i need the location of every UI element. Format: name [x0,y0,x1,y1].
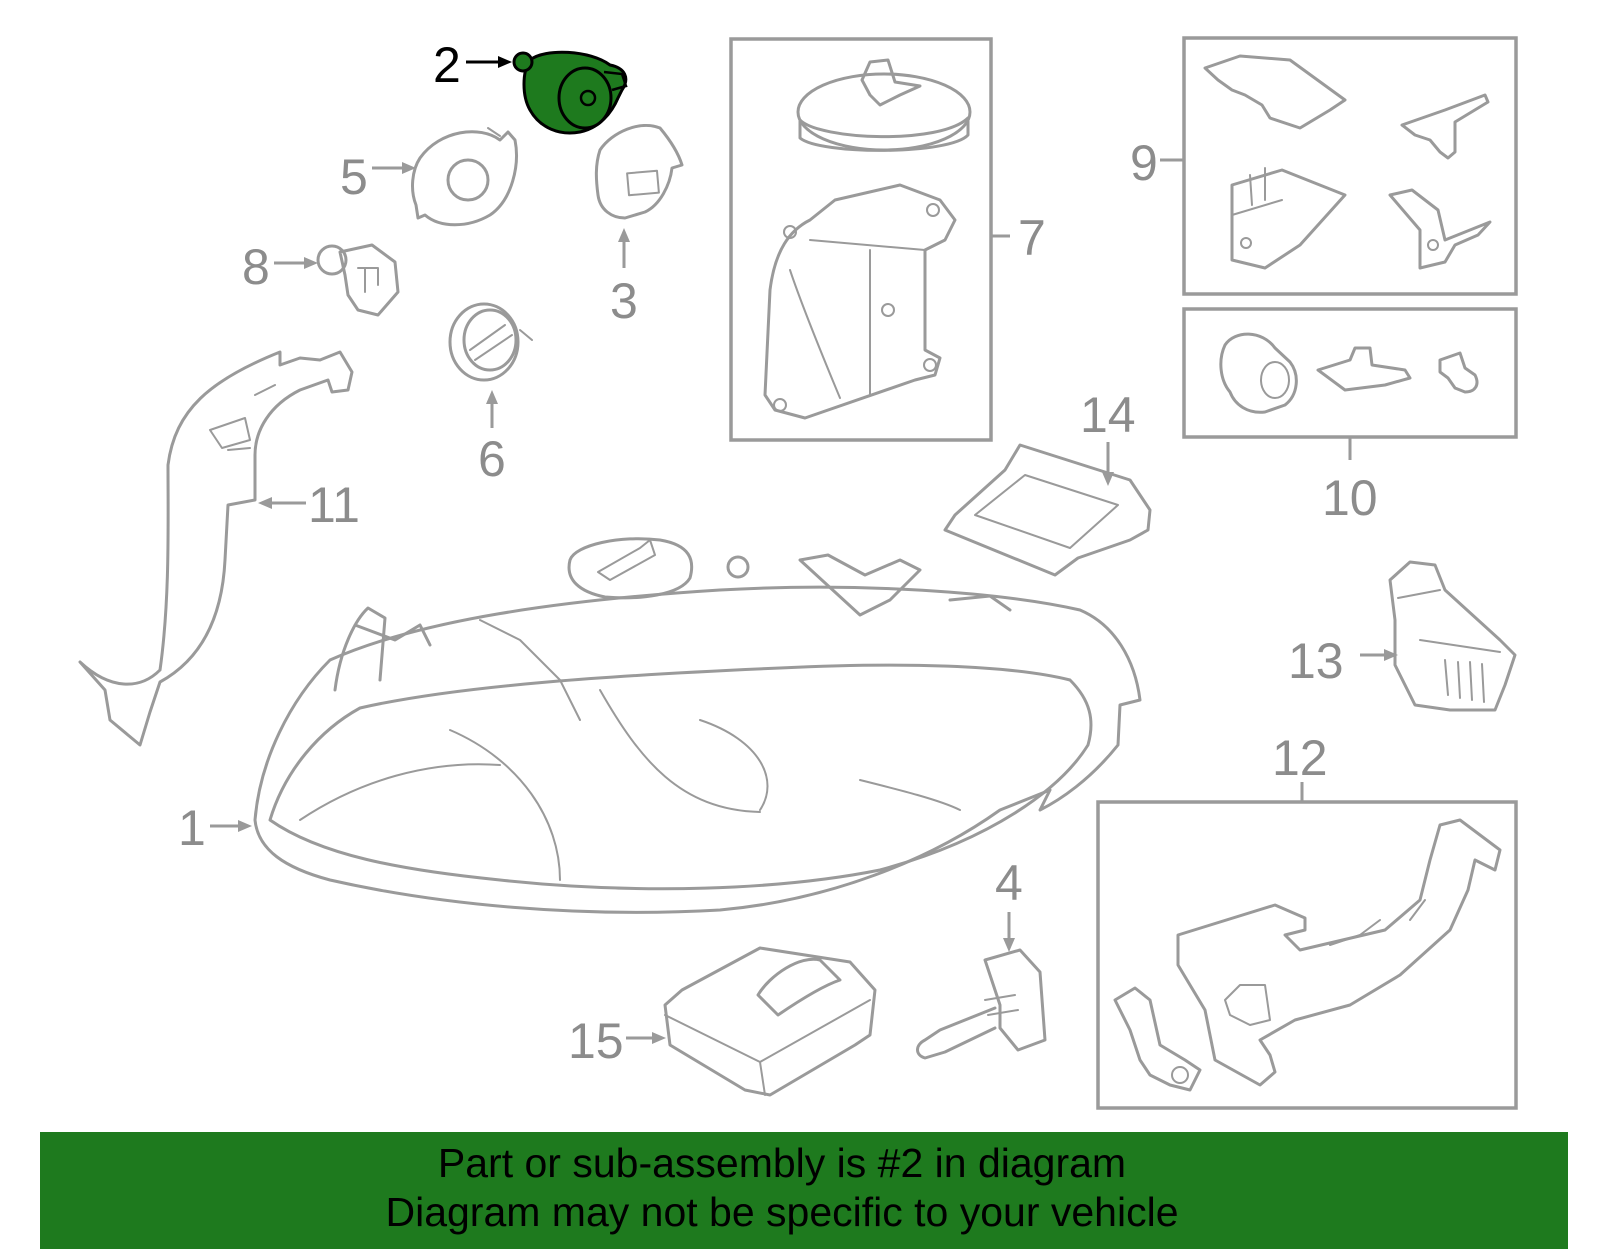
part-9 [1203,54,1492,270]
part-2-highlighted[interactable] [512,50,628,135]
callout-14: 14 [1080,387,1136,443]
callout-9: 9 [1130,135,1158,191]
part-5 [411,127,518,227]
part-10 [1219,332,1479,414]
part-15 [663,946,877,1097]
part-11 [78,350,354,747]
part-12 [1113,818,1502,1092]
part-7 [763,58,972,420]
part-7-box [729,37,993,442]
callout-1: 1 [178,800,206,856]
callout-12: 12 [1272,730,1328,786]
callout-15: 15 [568,1013,624,1069]
part-4 [916,948,1047,1060]
callout-6: 6 [478,431,506,487]
callout-4: 4 [995,855,1023,911]
part-13 [1388,560,1517,712]
callout-10: 10 [1322,470,1378,526]
info-banner: Part or sub-assembly is #2 in diagram Di… [40,1132,1568,1249]
part-6 [448,302,533,382]
callout-2-arrowhead [498,56,512,68]
callout-13: 13 [1288,633,1344,689]
callout-3: 3 [610,273,638,329]
callout-11: 11 [308,477,360,533]
part-1-headlamp [253,537,1142,914]
part-3 [594,123,684,220]
banner-line-2: Diagram may not be specific to your vehi… [385,1189,1179,1235]
callout-8: 8 [242,239,270,295]
part-9-box [1182,36,1518,296]
callout-5: 5 [340,149,368,205]
callout-2: 2 [433,37,461,93]
part-14 [943,443,1152,577]
part-12-box [1096,800,1518,1110]
part-10-box [1182,307,1518,439]
callout-7: 7 [1018,210,1046,266]
part-8 [316,243,400,317]
banner-line-1: Part or sub-assembly is #2 in diagram [437,1140,1127,1186]
